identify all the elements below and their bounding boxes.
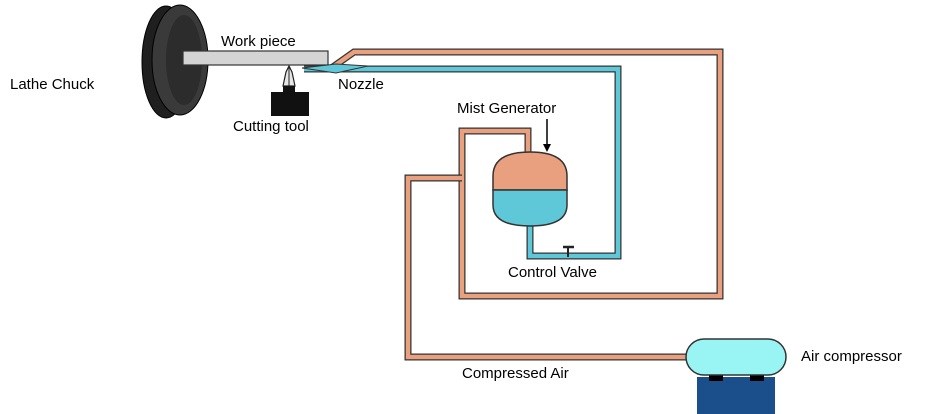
lathe-chuck-label: Lathe Chuck bbox=[10, 76, 95, 93]
nozzle bbox=[301, 63, 369, 74]
cutting-tool bbox=[271, 64, 309, 116]
air-compressor bbox=[685, 338, 787, 414]
cutting-tool-label: Cutting tool bbox=[233, 118, 309, 135]
compressed-air-label: Compressed Air bbox=[462, 365, 569, 382]
work-piece-label: Work piece bbox=[221, 33, 296, 50]
nozzle-label: Nozzle bbox=[338, 76, 384, 93]
work-piece bbox=[182, 50, 329, 66]
mist-generator bbox=[492, 151, 568, 227]
mist-generator-arrow bbox=[543, 119, 551, 152]
control-valve-label: Control Valve bbox=[508, 264, 597, 281]
mist-generator-label: Mist Generator bbox=[457, 100, 556, 117]
air-supply-line bbox=[404, 174, 686, 361]
compressed-air-line bbox=[327, 48, 724, 300]
control-valve bbox=[563, 245, 574, 257]
air-compressor-label: Air compressor bbox=[801, 348, 902, 365]
oil-mist-line bbox=[304, 65, 622, 260]
